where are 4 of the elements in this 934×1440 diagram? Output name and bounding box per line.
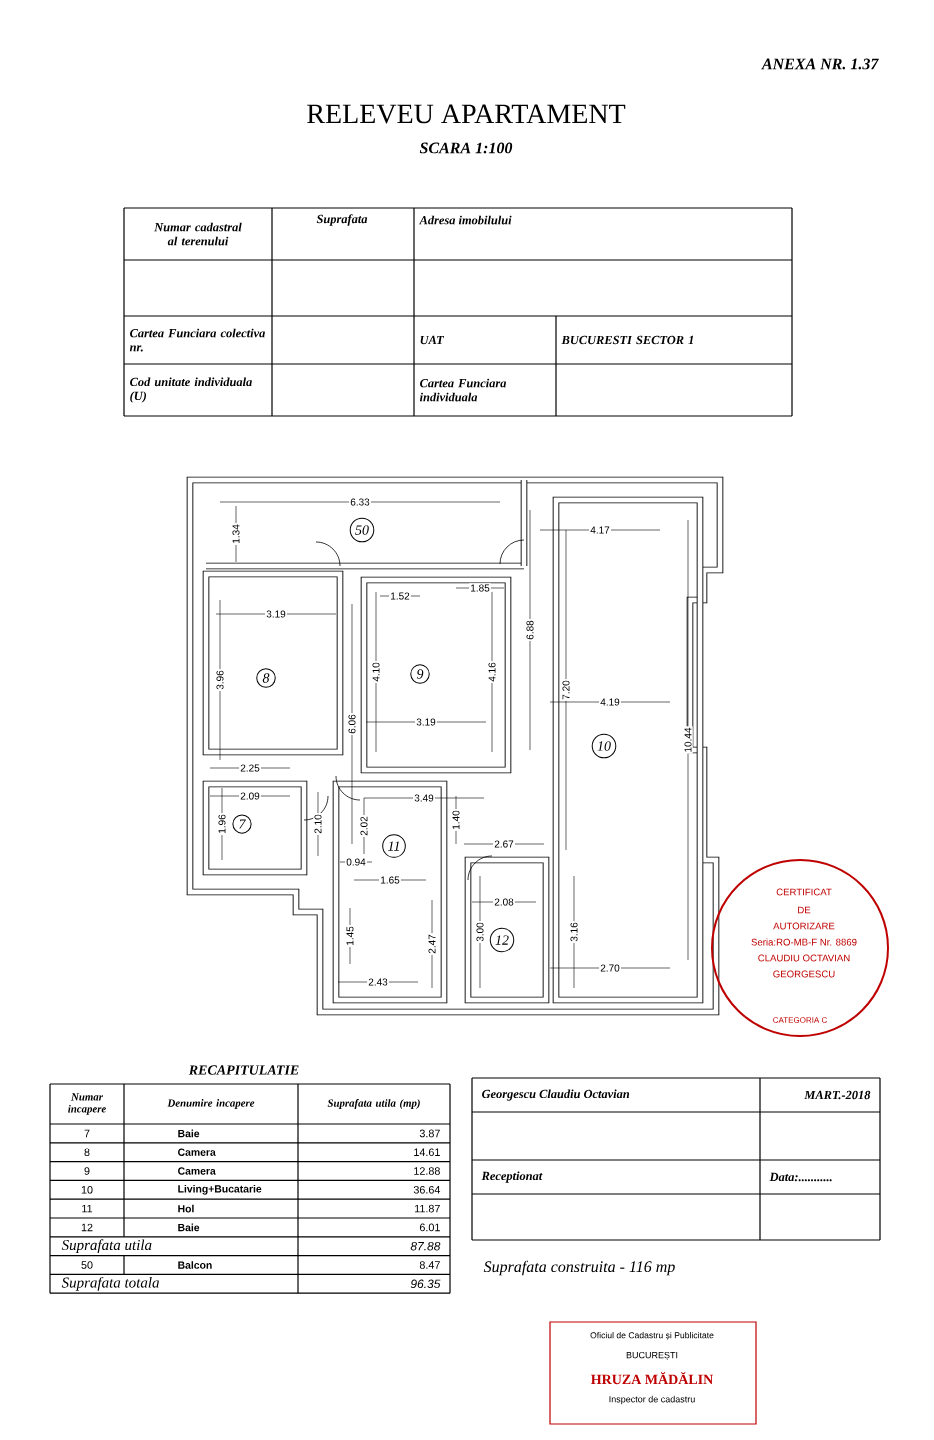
built-area-text: Suprafata construita - 116 mp (483, 1260, 675, 1276)
scale-text: SCARA 1:100 (419, 142, 513, 154)
annex-number: ANEXA NR. 1.37 (761, 58, 879, 70)
title: RELEVEU APARTAMENT (307, 104, 626, 124)
